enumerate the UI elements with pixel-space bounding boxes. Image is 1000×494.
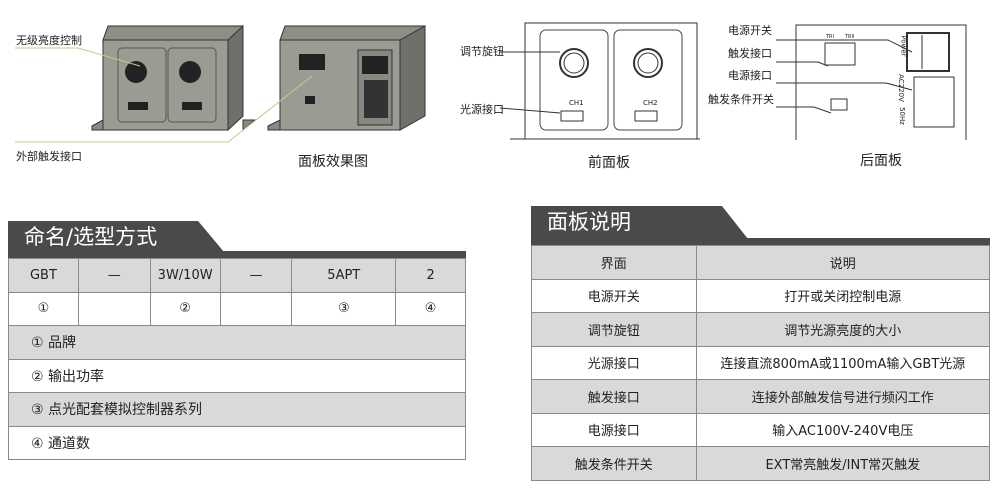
table-row: 调节旋钮调节光源亮度的大小: [531, 312, 991, 347]
trigger-label-1: TRI: [826, 34, 835, 40]
table-header-row: 界面 说明: [531, 245, 991, 280]
callout-brightness-control: 无级亮度控制: [16, 34, 82, 47]
interface-cell: 电源开关: [531, 278, 697, 313]
code-cell: 3W/10W: [149, 258, 221, 293]
description-cell: 连接直流800mA或1100mA输入GBT光源: [695, 345, 991, 380]
front-panel-drawing: [499, 22, 700, 140]
front-unit-image: [91, 24, 257, 132]
panel-desc-title-bar: [531, 238, 990, 245]
description-cell: 输入AC100V-240V电压: [695, 412, 991, 447]
naming-codes-row: GBT — 3W/10W — 5APT 2: [8, 258, 466, 293]
callout-trigger-mode-switch: 触发条件开关: [708, 93, 774, 106]
interface-cell: 光源接口: [531, 345, 697, 380]
legend-series: ③ 点光配套模拟控制器系列: [8, 392, 466, 427]
panel-desc-section-title: 面板说明: [531, 206, 748, 239]
callout-power-port: 电源接口: [728, 69, 772, 82]
marker-cell: [77, 291, 151, 326]
description-cell: 打开或关闭控制电源: [695, 278, 991, 313]
trigger-label-2: TRII: [845, 34, 855, 40]
channel-label-ch1: CH1: [569, 99, 584, 107]
marker-cell: ①: [8, 291, 79, 326]
marker-cell: ④: [395, 291, 466, 326]
callout-light-source-port: 光源接口: [460, 103, 504, 116]
table-row: 触发接口连接外部触发信号进行频闪工作: [531, 379, 991, 414]
interface-cell: 触发接口: [531, 379, 697, 414]
legend-brand: ① 品牌: [8, 325, 466, 360]
legend-row: ① 品牌: [8, 325, 466, 360]
callout-power-switch: 电源开关: [728, 24, 772, 37]
rear-unit-image: [267, 25, 426, 131]
header-description: 说明: [695, 245, 991, 280]
description-cell: EXT常亮触发/INT常灭触发: [695, 446, 991, 481]
legend-row: ③ 点光配套模拟控制器系列: [8, 392, 466, 427]
code-cell: —: [77, 258, 151, 293]
naming-title-bar: [8, 251, 466, 258]
marker-cell: ③: [291, 291, 397, 326]
callout-external-trigger: 外部触发接口: [16, 150, 82, 163]
table-row: 电源开关打开或关闭控制电源: [531, 278, 991, 313]
interface-cell: 调节旋钮: [531, 312, 697, 347]
naming-section-title: 命名/选型方式: [8, 221, 224, 252]
description-cell: 调节光源亮度的大小: [695, 312, 991, 347]
front-panel-caption: 前面板: [588, 155, 630, 171]
legend-output-power: ② 输出功率: [8, 358, 466, 393]
callout-adjust-knob: 调节旋钮: [460, 45, 504, 58]
panel-desc-table: 界面 说明 电源开关打开或关闭控制电源 调节旋钮调节光源亮度的大小 光源接口连接…: [531, 245, 991, 481]
naming-table: GBT — 3W/10W — 5APT 2 ① ② ③ ④ ① 品牌 ② 输出功…: [8, 258, 466, 460]
table-row: 电源接口输入AC100V-240V电压: [531, 412, 991, 447]
legend-row: ④ 通道数: [8, 425, 466, 460]
product-photo: [15, 24, 426, 143]
rear-panel-caption: 后面板: [860, 153, 902, 169]
channel-label-ch2: CH2: [643, 99, 658, 107]
marker-cell: ②: [149, 291, 221, 326]
description-cell: 连接外部触发信号进行频闪工作: [695, 379, 991, 414]
header-interface: 界面: [531, 245, 697, 280]
naming-markers-row: ① ② ③ ④: [8, 291, 466, 326]
legend-row: ② 输出功率: [8, 358, 466, 393]
frequency-label: 50Hz: [897, 107, 906, 125]
code-cell: 5APT: [291, 258, 397, 293]
code-cell: —: [219, 258, 293, 293]
voltage-label: AC220V: [896, 74, 905, 102]
legend-channels: ④ 通道数: [8, 425, 466, 460]
code-cell: 2: [395, 258, 466, 293]
photo-caption: 面板效果图: [298, 154, 368, 170]
marker-cell: [219, 291, 293, 326]
interface-cell: 触发条件开关: [531, 446, 697, 481]
callout-trigger-port: 触发接口: [728, 47, 772, 60]
power-label: Power: [899, 35, 908, 57]
table-row: 光源接口连接直流800mA或1100mA输入GBT光源: [531, 345, 991, 380]
interface-cell: 电源接口: [531, 412, 697, 447]
rear-panel-drawing: [776, 24, 967, 140]
code-cell: GBT: [8, 258, 79, 293]
